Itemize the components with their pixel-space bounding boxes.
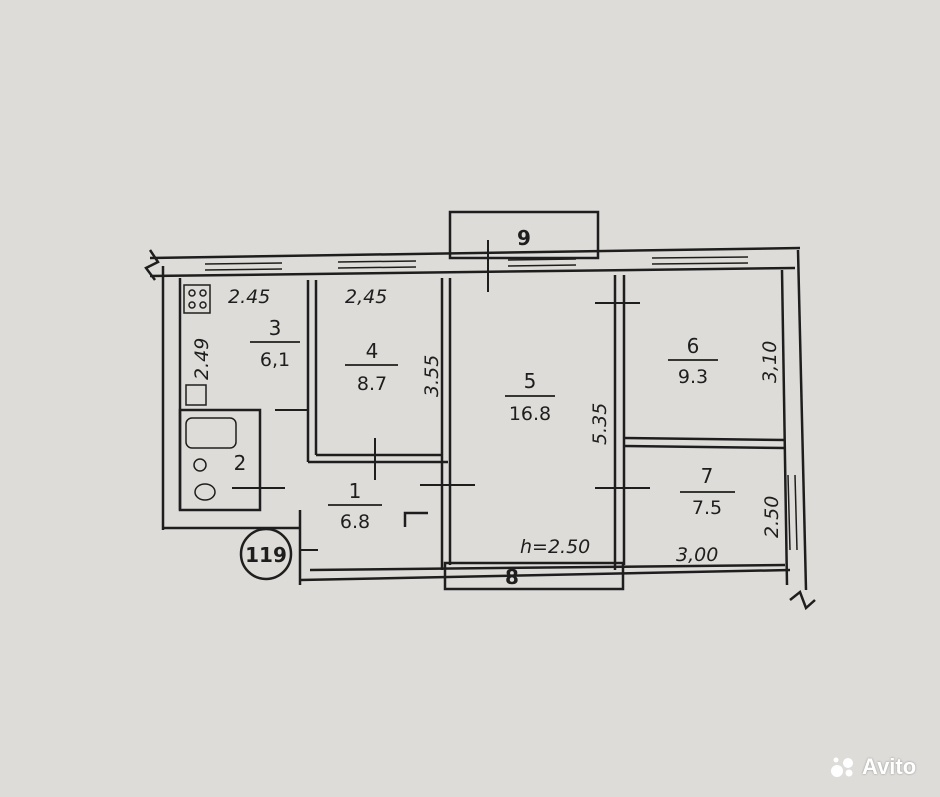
window-8-frame bbox=[443, 561, 625, 591]
burner-icon bbox=[199, 289, 207, 297]
room5-area: 16.8 bbox=[509, 403, 551, 425]
room6-area: 9.3 bbox=[678, 366, 708, 388]
burner-icon bbox=[188, 289, 196, 297]
room7-number: 7 bbox=[701, 464, 714, 488]
room7-depth-dim: 2.50 bbox=[761, 496, 783, 538]
window-room4-2 bbox=[337, 266, 417, 269]
watermark: Avito bbox=[830, 752, 930, 782]
flat-number: 119 bbox=[245, 543, 287, 567]
burner-icon bbox=[199, 301, 207, 309]
room4-width-dim: 2,45 bbox=[345, 286, 387, 308]
room4-area: 8.7 bbox=[357, 373, 387, 395]
window-8-label: 8 bbox=[505, 565, 519, 589]
windows bbox=[204, 256, 798, 551]
right-wall-outer bbox=[796, 249, 808, 591]
window-room7 bbox=[787, 474, 791, 551]
kitchen-width-dim: 2.45 bbox=[228, 286, 270, 308]
balcony-box bbox=[448, 210, 600, 260]
room3-number: 3 bbox=[269, 316, 282, 340]
room2-number: 2 bbox=[234, 451, 247, 475]
walls bbox=[144, 210, 816, 611]
kitchen-depth-dim: 2.49 bbox=[191, 338, 213, 380]
fixtures bbox=[183, 284, 237, 501]
room6-depth-dim: 3,10 bbox=[759, 341, 781, 383]
window-room6-2 bbox=[651, 262, 749, 265]
room3-area: 6,1 bbox=[260, 349, 290, 371]
balcony-label: 9 bbox=[517, 226, 531, 250]
ceiling-height: h=2.50 bbox=[520, 536, 590, 558]
room4-depth-dim: 3.55 bbox=[421, 355, 443, 397]
bathtub-icon bbox=[185, 417, 237, 449]
fraction-bars bbox=[250, 341, 735, 506]
break-mark-right bbox=[789, 589, 816, 611]
right-wall-inner bbox=[780, 269, 789, 586]
top-wall-outer bbox=[149, 246, 801, 260]
window-room5 bbox=[507, 258, 577, 261]
window-room5-2 bbox=[507, 264, 577, 267]
room7-top-wall bbox=[623, 444, 786, 450]
break-mark-left bbox=[144, 249, 160, 281]
toilet-icon bbox=[194, 483, 216, 501]
room7-width-dim: 3,00 bbox=[676, 544, 718, 566]
washbasin-icon bbox=[193, 458, 207, 472]
bottom-wall-outer bbox=[299, 568, 791, 582]
window-kitchen-2 bbox=[204, 268, 283, 271]
window-room6 bbox=[651, 256, 749, 259]
room6-number: 6 bbox=[687, 334, 700, 358]
window-room7-2 bbox=[794, 474, 798, 551]
flat-number-circle bbox=[239, 527, 293, 581]
room1-number: 1 bbox=[349, 479, 362, 503]
window-room4 bbox=[337, 260, 417, 263]
bottom-wall-inner bbox=[309, 563, 786, 572]
door-marks bbox=[232, 240, 650, 551]
entry-door-jamb bbox=[403, 511, 428, 527]
avito-logo-icon bbox=[831, 757, 853, 777]
stove-icon bbox=[183, 284, 211, 314]
room1-area: 6.8 bbox=[340, 511, 370, 533]
top-wall-inner bbox=[149, 266, 796, 278]
room7-area: 7.5 bbox=[692, 497, 722, 519]
bathroom-box bbox=[178, 408, 262, 512]
room5-depth-dim: 5.35 bbox=[589, 403, 611, 445]
labels: 9 3 6,1 4 8.7 5 16.8 6 9.3 7 7.5 2 1 6.8… bbox=[191, 226, 783, 589]
room6-bottom-wall bbox=[623, 436, 786, 442]
window-kitchen bbox=[204, 262, 283, 265]
room5-number: 5 bbox=[524, 369, 537, 393]
sink-icon bbox=[185, 384, 207, 406]
burner-icon bbox=[188, 301, 196, 309]
watermark-text: Avito bbox=[862, 754, 917, 779]
room4-number: 4 bbox=[366, 339, 379, 363]
